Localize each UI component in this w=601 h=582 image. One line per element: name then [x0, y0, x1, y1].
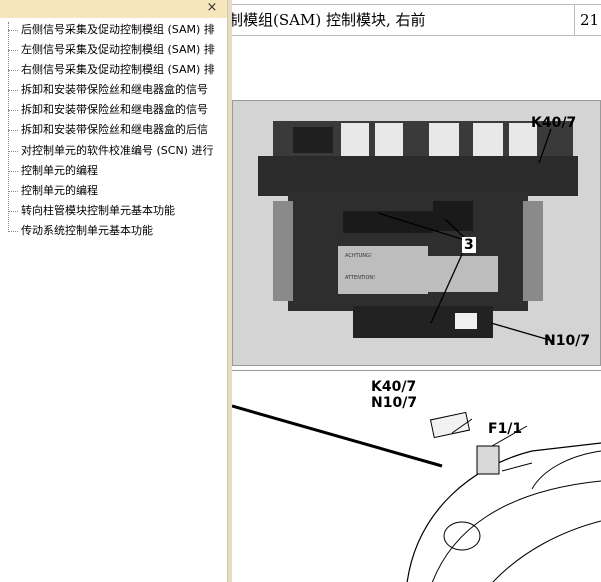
tree-item[interactable]: 对控制单元的软件校准编号 (SCN) 进行 [0, 141, 227, 161]
panel-header: × [0, 0, 227, 18]
tree-item[interactable]: 控制单元的编程 [0, 161, 227, 181]
callout-n10-7-lower: N10/7 [371, 395, 418, 411]
tree-item[interactable]: 传动系统控制单元基本功能 [0, 221, 227, 241]
document-title: 制模组(SAM) 控制模块, 右前 [232, 11, 426, 29]
tree-item[interactable]: 左侧信号采集及促动控制模组 (SAM) 排 [0, 40, 227, 60]
document-view: 制模组(SAM) 控制模块, 右前 21 [232, 0, 601, 582]
tree-item[interactable]: 控制单元的编程 [0, 181, 227, 201]
tree-item[interactable]: 转向柱管模块控制单元基本功能 [0, 201, 227, 221]
callout-k40-7: K40/7 [531, 115, 577, 131]
diagram-vehicle-front: K40/7 N10/7 F1/1 [232, 370, 601, 582]
tree-item[interactable]: 拆卸和安装带保险丝和继电器盒的信号 [0, 80, 227, 100]
panel-splitter[interactable] [227, 0, 232, 582]
tree-item[interactable]: 后侧信号采集及促动控制模组 (SAM) 排 [0, 20, 227, 40]
tree-connector [8, 22, 9, 232]
callout-k40-7-lower: K40/7 [371, 379, 417, 395]
callout-3: 3 [462, 237, 476, 253]
vehicle-line-drawing [232, 404, 601, 582]
tree-item[interactable]: 拆卸和安装带保险丝和继电器盒的信号 [0, 100, 227, 120]
close-icon[interactable]: × [206, 0, 218, 15]
topic-tree: 后侧信号采集及促动控制模组 (SAM) 排 左侧信号采集及促动控制模组 (SAM… [0, 20, 227, 241]
warning-label-german: ACHTUNG! [345, 253, 372, 259]
callout-n10-7: N10/7 [544, 333, 591, 349]
document-header-row: 制模组(SAM) 控制模块, 右前 21 [232, 4, 601, 36]
navigation-panel: × 后侧信号采集及促动控制模组 (SAM) 排 左侧信号采集及促动控制模组 (S… [0, 0, 227, 582]
tree-item[interactable]: 右侧信号采集及促动控制模组 (SAM) 排 [0, 60, 227, 80]
photo-sam-control-unit: ACHTUNG! ATTENTION! K40/7 3 N10/7 [232, 100, 601, 366]
sam-unit-illustration: ACHTUNG! ATTENTION! [233, 101, 600, 365]
callout-f1-1: F1/1 [488, 421, 523, 437]
warning-label-french: ATTENTION! [345, 275, 375, 281]
tree-item[interactable]: 拆卸和安装带保险丝和继电器盒的后信 [0, 120, 227, 140]
table-column-divider [574, 5, 575, 35]
page-number-cell: 21 [580, 11, 600, 29]
